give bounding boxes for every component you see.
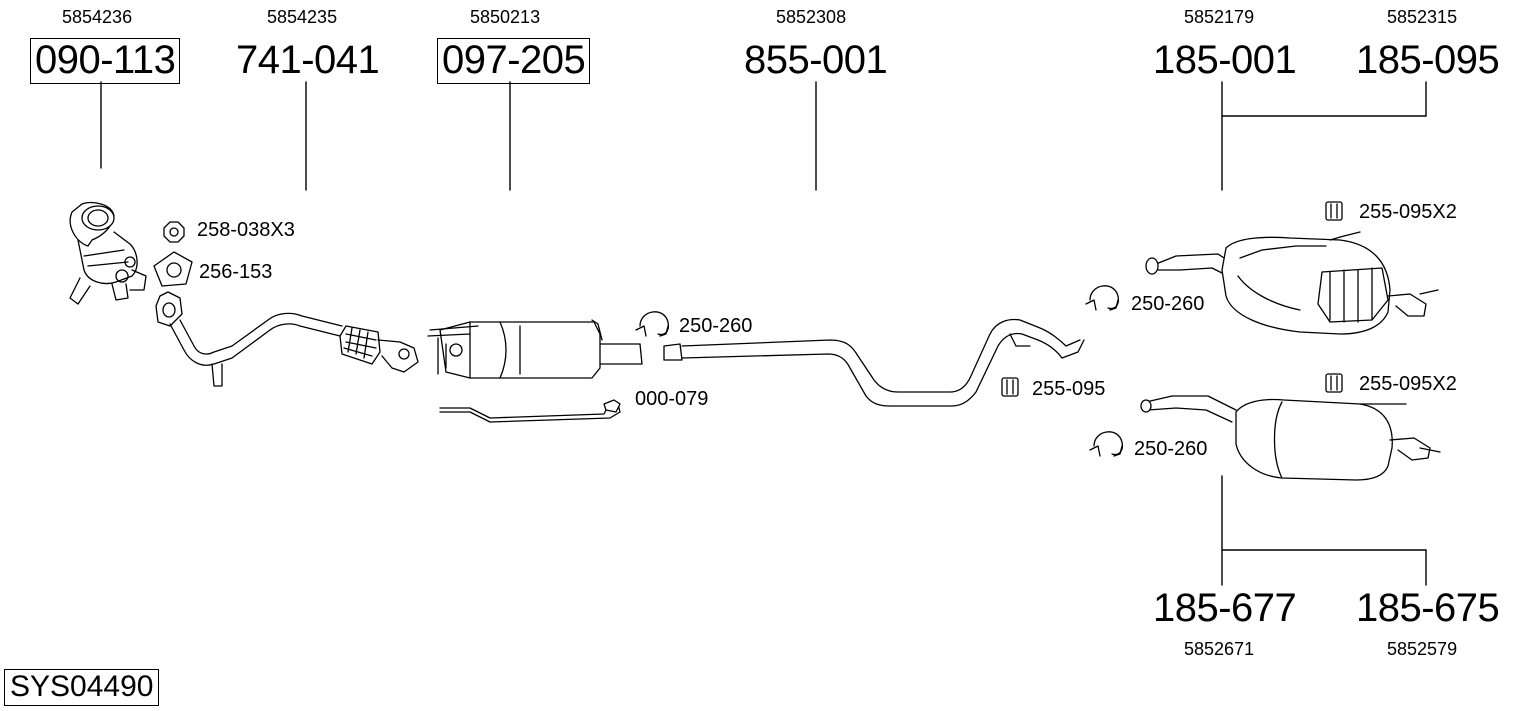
particulate-filter-illustration: [427, 319, 643, 423]
oem-number: 5854236: [62, 7, 133, 27]
part-number-rear-silencer-d[interactable]: 185-675: [1356, 586, 1500, 630]
rubber-mount-icon: [1325, 373, 1343, 393]
clamp-icon: [1085, 285, 1120, 311]
part-number-centre-pipe[interactable]: 855-001: [744, 38, 888, 82]
rear-silencer-lower-illustration: [1140, 395, 1441, 481]
oem-number: 5852179: [1184, 7, 1255, 27]
gasket-icon: [153, 251, 193, 287]
accessory-label[interactable]: 256-153: [199, 261, 273, 283]
oem-number: 5852579: [1387, 639, 1458, 659]
clamp-icon: [1089, 431, 1124, 457]
nut-icon: [163, 221, 185, 243]
part-number-particulate-filter[interactable]: 097-205: [437, 38, 591, 84]
oem-number: 5852315: [1387, 7, 1458, 27]
accessory-label[interactable]: 000-079: [635, 388, 709, 410]
oem-number: 5852308: [776, 7, 847, 27]
part-number-catalytic-converter[interactable]: 090-113: [30, 38, 181, 84]
rubber-mount-icon: [1001, 377, 1019, 397]
catalytic-converter-illustration: [69, 201, 147, 305]
accessory-label[interactable]: 250-260: [1131, 293, 1205, 315]
oem-number: 5852671: [1184, 639, 1255, 659]
accessory-label[interactable]: 258-038X3: [197, 219, 295, 241]
system-code: SYS04490: [4, 669, 160, 706]
sensor-icon: [603, 399, 621, 413]
leader-lines: [100, 81, 1427, 586]
part-number-rear-silencer-c[interactable]: 185-677: [1153, 586, 1297, 630]
part-number-rear-silencer-b[interactable]: 185-095: [1356, 38, 1500, 82]
front-pipe-illustration: [155, 291, 419, 387]
accessory-label[interactable]: 255-095X2: [1359, 201, 1457, 223]
part-number-rear-silencer-a[interactable]: 185-001: [1153, 38, 1297, 82]
rubber-mount-icon: [1325, 201, 1343, 221]
centre-pipe-illustration: [663, 318, 1085, 407]
oem-number: 5854235: [267, 7, 338, 27]
accessory-label[interactable]: 255-095: [1032, 378, 1106, 400]
part-number-front-pipe[interactable]: 741-041: [236, 38, 380, 82]
rear-silencer-upper-illustration: [1145, 231, 1439, 335]
accessory-label[interactable]: 250-260: [1134, 438, 1208, 460]
accessory-label[interactable]: 250-260: [679, 315, 753, 337]
oem-number: 5850213: [470, 7, 541, 27]
clamp-icon: [635, 311, 670, 337]
accessory-label[interactable]: 255-095X2: [1359, 373, 1457, 395]
